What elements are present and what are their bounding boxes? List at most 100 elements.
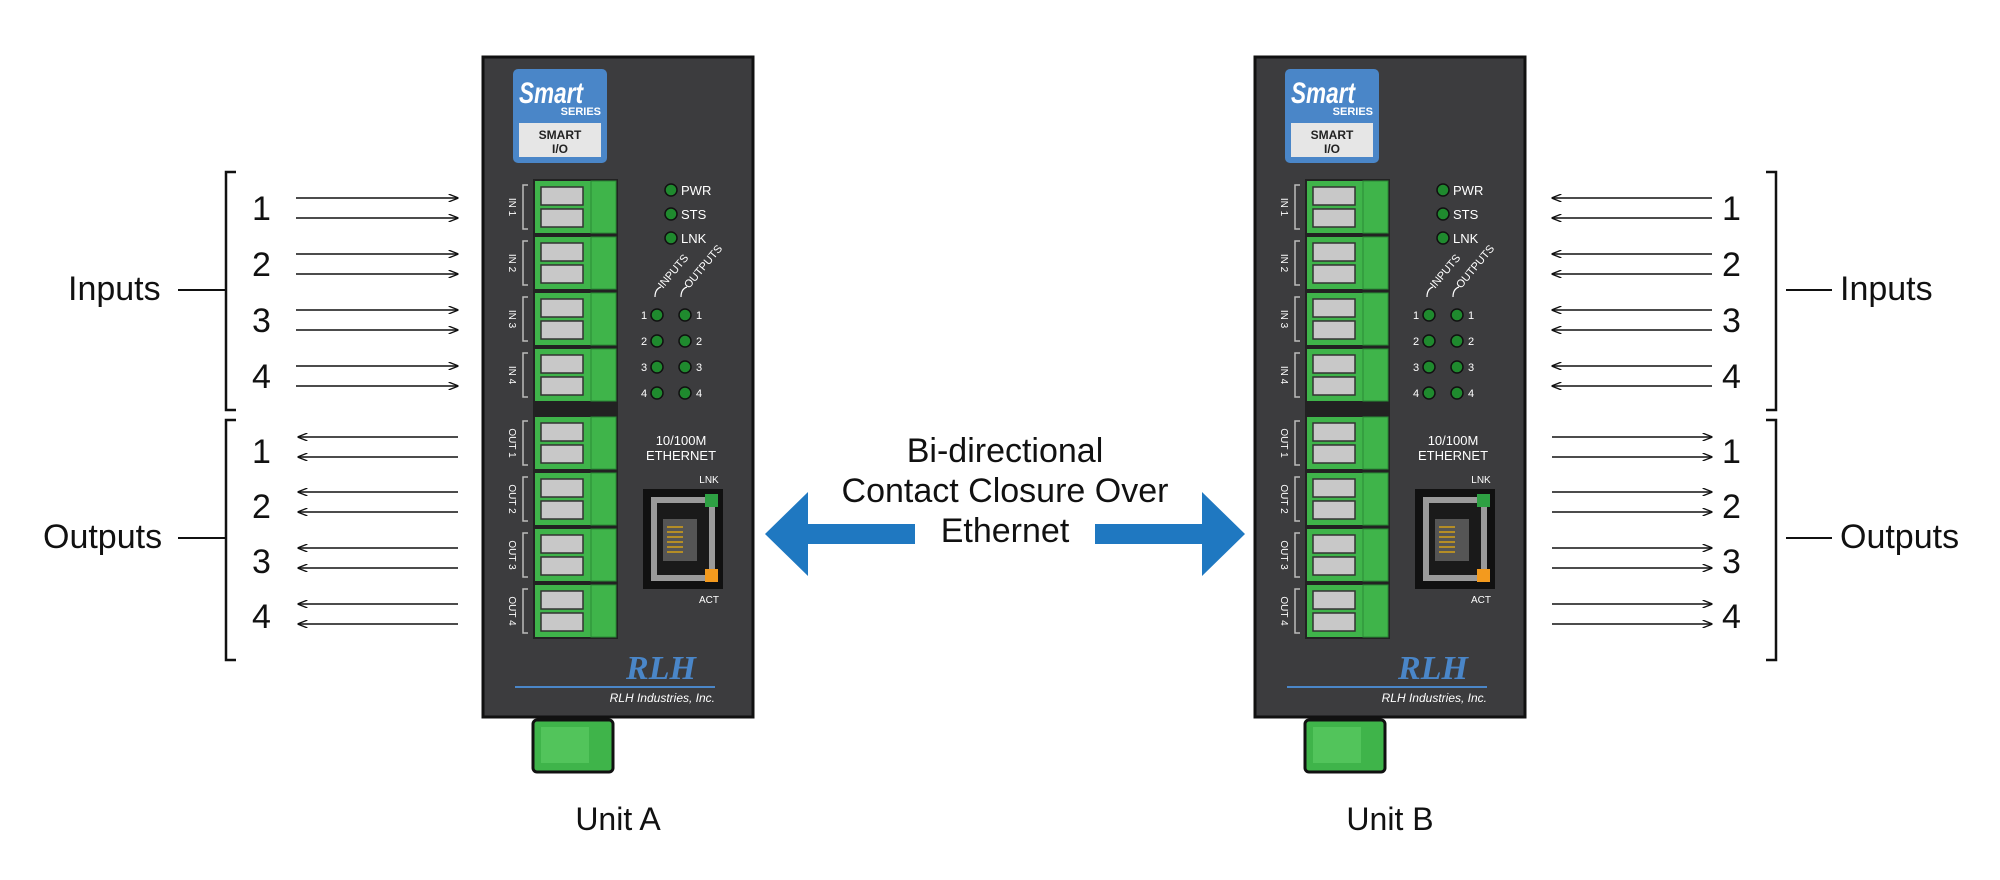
- unit-b-outputs-bracket: [1766, 418, 1778, 662]
- unit-b-terminal-labels: IN 1 IN 2 IN 3 IN 4 OUT 1 OUT 2 OUT 3 OU…: [1278, 184, 1300, 634]
- unit-a-io-led-number: 4: [696, 388, 702, 400]
- unit-a-lnk-led: [664, 231, 678, 245]
- unit-a: Inputs Outputs 1 2 3 4 1 2 3 4: [43, 55, 755, 837]
- unit-b-io-led-number: 1: [1468, 310, 1474, 322]
- unit-a-terminal-blocks: [533, 179, 618, 639]
- right-arrow: [1095, 492, 1245, 576]
- unit-a-input-arrows: [296, 198, 458, 386]
- unit-b-inputs-bracket: [1766, 170, 1778, 412]
- unit-b-io-led-number: 3: [1468, 362, 1474, 374]
- unit-b-terminal-label: OUT 4: [1278, 596, 1289, 626]
- unit-b-ethernet-act-led: [1477, 569, 1490, 582]
- unit-b-terminal-label: IN 3: [1278, 310, 1289, 329]
- bidirectional-link: Bi-directional Contact Closure Over Ethe…: [765, 432, 1245, 576]
- unit-b-logo-company: RLH Industries, Inc.: [1382, 691, 1487, 705]
- unit-a-input-number: 1: [252, 190, 271, 228]
- center-label-line1: Bi-directional: [907, 432, 1104, 470]
- unit-a-outputs-bracket: [224, 418, 236, 662]
- unit-a-input-number: 2: [252, 246, 271, 284]
- unit-b-status-led-label: LNK: [1453, 231, 1479, 246]
- center-label-line2: Contact Closure Over: [842, 472, 1169, 510]
- unit-a-terminal-label: IN 1: [506, 198, 517, 217]
- unit-b-output-arrows: [1552, 437, 1712, 624]
- unit-b-status-led-label: PWR: [1453, 183, 1483, 198]
- unit-a-io-labels: Inputs Outputs 1 2 3 4 1 2 3 4: [43, 170, 271, 662]
- unit-a-output-number: 2: [252, 488, 271, 526]
- unit-b-io-led-number: 3: [1413, 362, 1419, 374]
- unit-b-device: Smart SERIES SMART I/O: [1253, 55, 1527, 774]
- unit-b-io-led-number: 2: [1468, 336, 1474, 348]
- unit-a-ethernet-line2: ETHERNET: [646, 448, 716, 463]
- unit-a-inputs-label: Inputs: [68, 270, 161, 308]
- unit-a-terminal-label: IN 2: [506, 254, 517, 273]
- unit-b-pwr-led: [1436, 183, 1450, 197]
- unit-a-output-number: 4: [252, 598, 271, 636]
- unit-a-terminal-label: OUT 1: [506, 428, 517, 458]
- unit-a-output-arrows: [298, 437, 458, 624]
- unit-a-sts-led: [664, 207, 678, 221]
- unit-a-status-leds: PWR STS LNK: [664, 183, 711, 246]
- center-label-line3: Ethernet: [941, 512, 1070, 550]
- unit-b-status-led-label: STS: [1453, 207, 1479, 222]
- unit-a-io-led-number: 2: [696, 336, 702, 348]
- unit-b-output-number: 2: [1722, 488, 1741, 526]
- unit-b-terminal-label: IN 2: [1278, 254, 1289, 273]
- unit-b-ethernet-line1: 10/100M: [1428, 433, 1479, 448]
- unit-b-io-led-number: 4: [1413, 388, 1419, 400]
- unit-a-brand-series: SERIES: [561, 106, 601, 118]
- unit-a-ethernet-act: ACT: [699, 595, 719, 606]
- unit-b-io-led-number: 4: [1468, 388, 1474, 400]
- unit-b-brand-series: SERIES: [1333, 106, 1373, 118]
- unit-b-input-number: 2: [1722, 246, 1741, 284]
- unit-a-pwr-led: [664, 183, 678, 197]
- unit-b-input-number: 1: [1722, 190, 1741, 228]
- unit-a-brand-smart: Smart: [519, 77, 585, 110]
- unit-b-input-number: 4: [1722, 358, 1741, 396]
- unit-a-ethernet-line1: 10/100M: [656, 433, 707, 448]
- unit-b-terminal-label: OUT 3: [1278, 540, 1289, 570]
- unit-b-caption: Unit B: [1346, 801, 1433, 837]
- unit-b-outputs-label: Outputs: [1840, 518, 1959, 556]
- unit-a-caption: Unit A: [575, 801, 661, 837]
- unit-b-model-line2: I/O: [1324, 142, 1340, 156]
- unit-a-io-led-number: 4: [641, 388, 647, 400]
- unit-a-ethernet-act-led: [705, 569, 718, 582]
- unit-b-ethernet-line2: ETHERNET: [1418, 448, 1488, 463]
- unit-a-output-number: 3: [252, 543, 271, 581]
- unit-a-status-led-label: STS: [681, 207, 707, 222]
- unit-b-sts-led: [1436, 207, 1450, 221]
- unit-a-rlh-logo: RLH RLH Industries, Inc.: [515, 650, 715, 705]
- unit-b: Inputs Outputs 1 2 3 4 1 2 3 4: [1253, 55, 1959, 837]
- unit-a-ethernet-lnk: LNK: [699, 475, 719, 486]
- unit-a-inputs-bracket: [224, 170, 236, 412]
- unit-b-ethernet-lnk-led: [1477, 494, 1490, 507]
- unit-b-terminal-label: OUT 2: [1278, 484, 1289, 514]
- unit-b-brand-smart: Smart: [1291, 77, 1357, 110]
- unit-a-input-number: 3: [252, 302, 271, 340]
- unit-b-terminal-blocks: [1305, 179, 1390, 639]
- unit-a-model-line2: I/O: [552, 142, 568, 156]
- unit-a-terminal-label: IN 3: [506, 310, 517, 329]
- unit-a-status-led-label: PWR: [681, 183, 711, 198]
- unit-b-status-leds: PWR STS LNK: [1436, 183, 1483, 246]
- unit-a-device: Smart SERIES SMART I/O: [481, 55, 755, 774]
- unit-a-model-line1: SMART: [539, 128, 582, 142]
- unit-b-ethernet-act: ACT: [1471, 595, 1491, 606]
- unit-b-inputs-label: Inputs: [1840, 270, 1933, 308]
- unit-a-logo-mark: RLH: [625, 650, 697, 687]
- unit-a-ethernet: 10/100M ETHERNET LNK ACT: [643, 433, 723, 606]
- unit-a-terminal-label: IN 4: [506, 366, 517, 385]
- unit-b-logo-mark: RLH: [1397, 650, 1469, 687]
- unit-b-output-number: 3: [1722, 543, 1741, 581]
- unit-b-terminal-label: IN 1: [1278, 198, 1289, 217]
- unit-b-brand-badge: Smart SERIES SMART I/O: [1285, 69, 1379, 163]
- unit-a-terminal-label: OUT 3: [506, 540, 517, 570]
- unit-a-ethernet-lnk-led: [705, 494, 718, 507]
- unit-b-io-led-number: 1: [1413, 310, 1419, 322]
- unit-a-io-led-number: 1: [641, 310, 647, 322]
- unit-b-output-number: 4: [1722, 598, 1741, 636]
- unit-a-logo-company: RLH Industries, Inc.: [610, 691, 715, 705]
- unit-b-ethernet: 10/100M ETHERNET LNK ACT: [1415, 433, 1495, 606]
- unit-b-input-number: 3: [1722, 302, 1741, 340]
